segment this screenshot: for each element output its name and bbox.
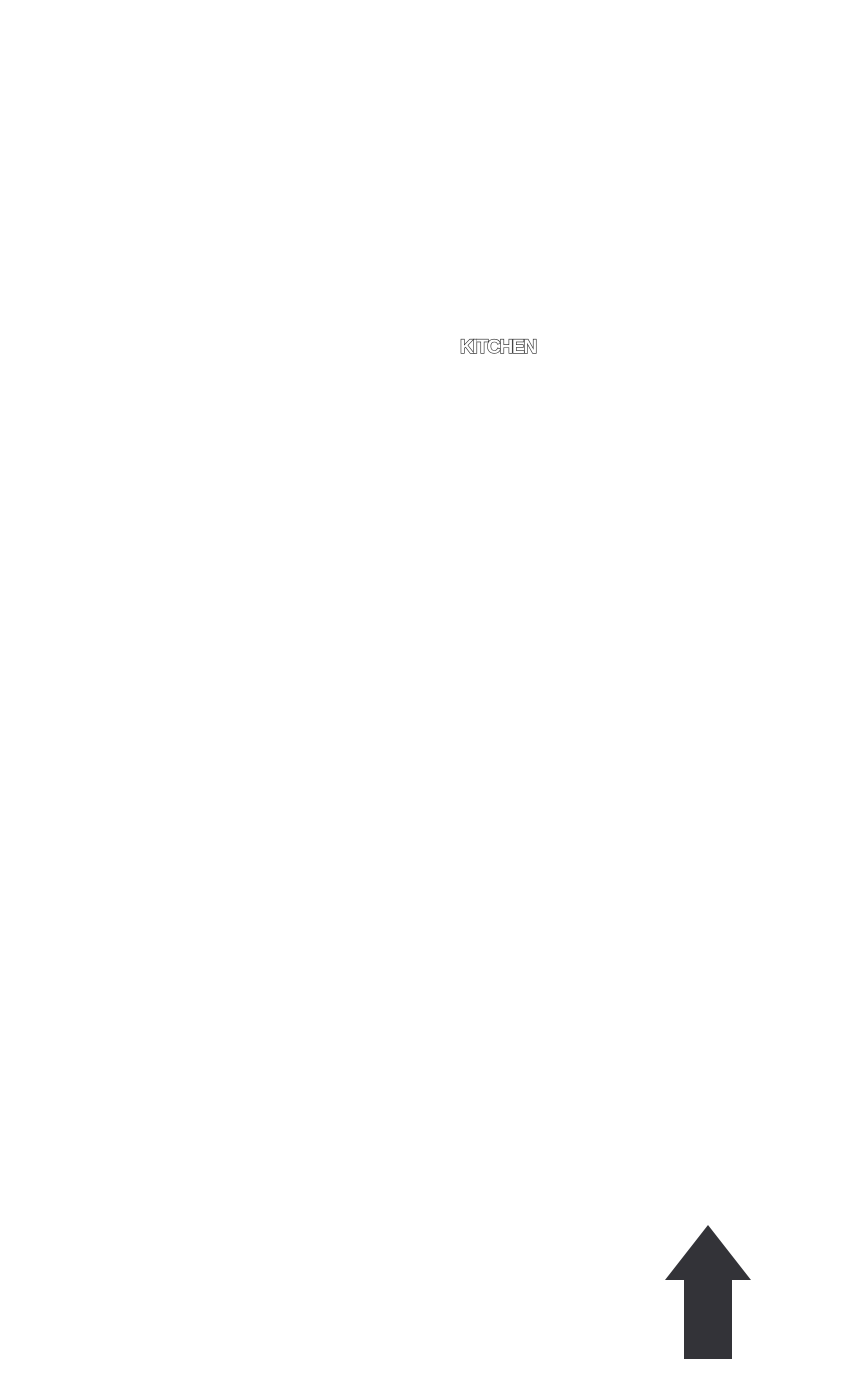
- room-label-kitchen: KITCHEN: [459, 337, 537, 359]
- scroll-to-top-button[interactable]: [662, 1222, 754, 1362]
- arrow-up-icon: [665, 1225, 751, 1359]
